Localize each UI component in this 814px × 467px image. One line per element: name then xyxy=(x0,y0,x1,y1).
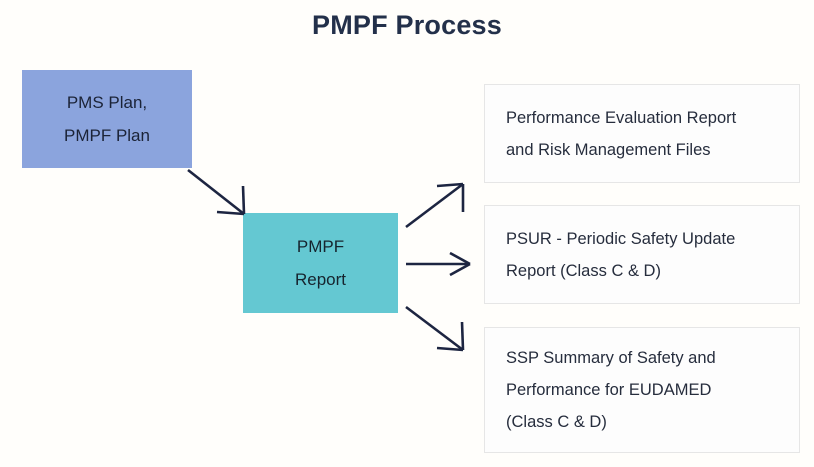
arrow-right-icon xyxy=(406,251,471,277)
node-performance-evaluation-report: Performance Evaluation Report and Risk M… xyxy=(484,84,800,183)
node-pmpf-report: PMPF Report xyxy=(243,213,398,313)
node-psur-line2: Report (Class C & D) xyxy=(506,261,661,280)
node-performance-evaluation-report-line1: Performance Evaluation Report xyxy=(506,108,737,127)
node-ssp-eudamed-line3: (Class C & D) xyxy=(506,413,607,431)
page-title: PMPF Process xyxy=(312,10,502,40)
node-ssp-eudamed: SSP Summary of Safety and Performance fo… xyxy=(484,327,800,453)
arrow-up-right-icon xyxy=(405,182,465,229)
node-pms-pmpf-plan-line2: PMPF Plan xyxy=(64,126,150,145)
node-psur-line1: PSUR - Periodic Safety Update xyxy=(506,229,736,248)
arrow-down-right-icon xyxy=(405,305,465,352)
node-performance-evaluation-report-line2: and Risk Management Files xyxy=(506,140,711,159)
node-ssp-eudamed-line2: Performance for EUDAMED xyxy=(506,381,712,399)
node-psur: PSUR - Periodic Safety Update Report (Cl… xyxy=(484,205,800,304)
node-pmpf-report-line1: PMPF xyxy=(296,237,345,256)
node-pmpf-report-line2: Report xyxy=(294,270,347,289)
node-pms-pmpf-plan-line1: PMS Plan, xyxy=(66,93,148,112)
node-pms-pmpf-plan: PMS Plan, PMPF Plan xyxy=(22,70,192,168)
node-ssp-eudamed-line1: SSP Summary of Safety and xyxy=(506,349,716,367)
